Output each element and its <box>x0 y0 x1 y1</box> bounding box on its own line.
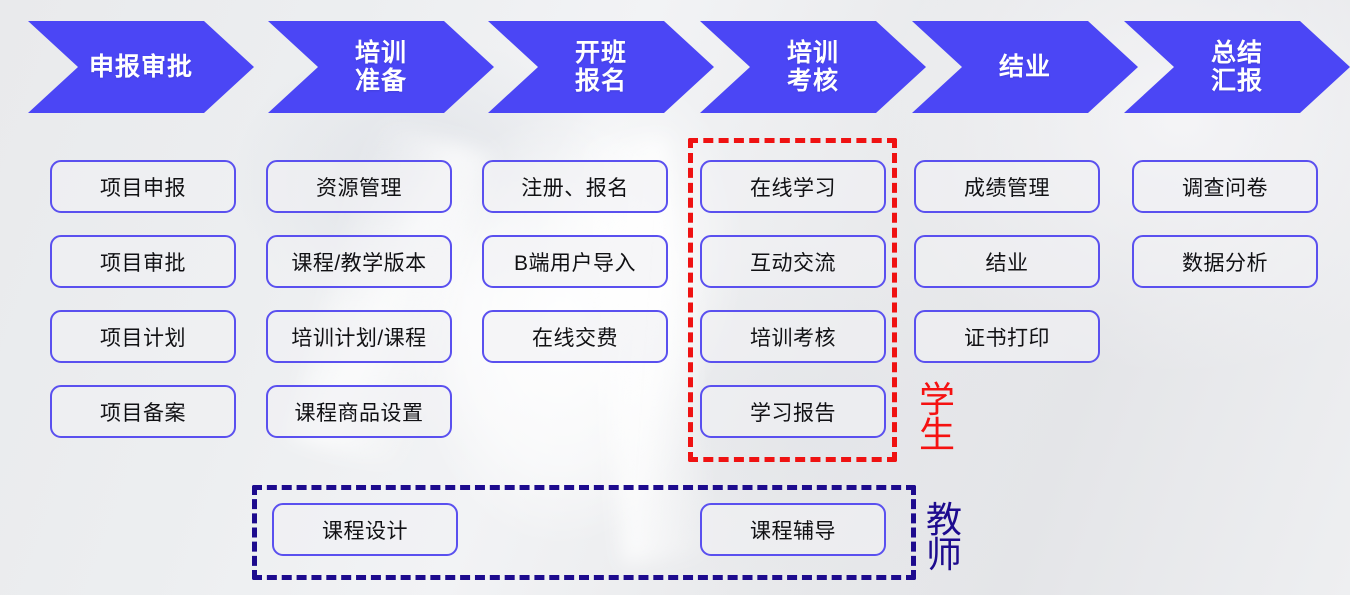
feature-box[interactable]: 资源管理 <box>266 160 452 213</box>
feature-box[interactable]: 项目审批 <box>50 235 236 288</box>
feature-box[interactable]: 在线交费 <box>482 310 668 363</box>
student-group-label: 学生 <box>918 379 955 456</box>
column-declare-approval: 项目申报 项目审批 项目计划 项目备案 <box>50 160 236 460</box>
stage-arrow-class-signup[interactable]: 开班 报名 <box>488 21 714 113</box>
stage-arrow-label: 结业 <box>998 53 1051 81</box>
stage-arrow-declare-approval[interactable]: 申报审批 <box>28 21 254 113</box>
stage-arrow-completion[interactable]: 结业 <box>912 21 1138 113</box>
feature-box[interactable]: 项目计划 <box>50 310 236 363</box>
feature-box[interactable]: 证书打印 <box>914 310 1100 363</box>
stage-arrow-label: 培训 准备 <box>354 39 407 95</box>
feature-box[interactable]: 互动交流 <box>700 235 886 288</box>
stage-arrow-training-assess[interactable]: 培训 考核 <box>700 21 926 113</box>
feature-box[interactable]: 课程商品设置 <box>266 385 452 438</box>
feature-box[interactable]: 项目备案 <box>50 385 236 438</box>
feature-box[interactable]: 课程/教学版本 <box>266 235 452 288</box>
stage-arrow-label: 培训 考核 <box>786 39 839 95</box>
feature-box[interactable]: 培训考核 <box>700 310 886 363</box>
stage-arrow-training-prep[interactable]: 培训 准备 <box>268 21 494 113</box>
stage-arrow-label: 总结 汇报 <box>1210 39 1263 95</box>
column-training-assess: 在线学习 互动交流 培训考核 学习报告 <box>700 160 886 460</box>
column-class-signup: 注册、报名 B端用户导入 在线交费 <box>482 160 668 385</box>
feature-box[interactable]: 培训计划/课程 <box>266 310 452 363</box>
feature-box[interactable]: 学习报告 <box>700 385 886 438</box>
feature-box[interactable]: 调查问卷 <box>1132 160 1318 213</box>
column-summary-report: 调查问卷 数据分析 <box>1132 160 1318 310</box>
feature-box[interactable]: 结业 <box>914 235 1100 288</box>
process-stage-banner: 申报审批 培训 准备 开班 报名 培训 考核 结业 总结 汇报 <box>0 0 1350 130</box>
stage-arrow-summary-report[interactable]: 总结 汇报 <box>1124 21 1350 113</box>
stage-arrow-label: 开班 报名 <box>574 39 627 95</box>
teacher-group-label: 教师 <box>925 499 962 576</box>
feature-box[interactable]: 注册、报名 <box>482 160 668 213</box>
column-training-prep: 资源管理 课程/教学版本 培训计划/课程 课程商品设置 <box>266 160 452 460</box>
feature-box[interactable]: 课程设计 <box>272 503 458 556</box>
feature-box[interactable]: 在线学习 <box>700 160 886 213</box>
feature-box[interactable]: B端用户导入 <box>482 235 668 288</box>
column-completion: 成绩管理 结业 证书打印 <box>914 160 1100 385</box>
stage-arrow-label: 申报审批 <box>88 53 193 81</box>
feature-box[interactable]: 数据分析 <box>1132 235 1318 288</box>
feature-box[interactable]: 成绩管理 <box>914 160 1100 213</box>
feature-box[interactable]: 项目申报 <box>50 160 236 213</box>
feature-box[interactable]: 课程辅导 <box>700 503 886 556</box>
